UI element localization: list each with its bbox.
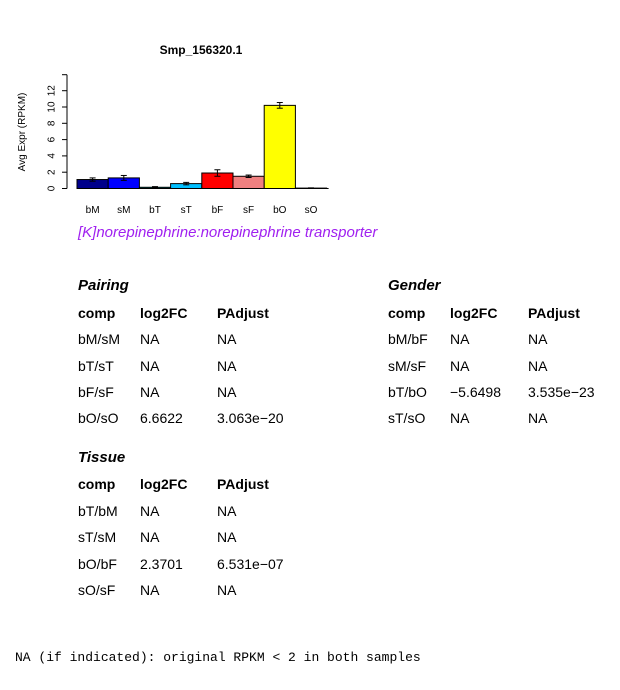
x-tick-label: sO bbox=[305, 205, 318, 216]
gender-cell: 3.535e−23 bbox=[528, 384, 595, 400]
gender-header-comp: comp bbox=[388, 305, 426, 321]
x-tick-label: bF bbox=[212, 205, 224, 216]
gene-annotation: [K]norepinephrine:norepinephrine transpo… bbox=[78, 224, 378, 241]
gender-cell: NA bbox=[450, 358, 470, 374]
x-tick-label: sM bbox=[117, 205, 130, 216]
tissue-cell: sO/sF bbox=[78, 582, 116, 598]
y-tick-label: 10 bbox=[47, 101, 58, 113]
pairing-cell: bT/sT bbox=[78, 358, 114, 374]
gender-cell: sM/sF bbox=[388, 358, 427, 374]
gender-cell: NA bbox=[528, 410, 548, 426]
y-tick-label: 6 bbox=[47, 136, 58, 142]
footnote: NA (if indicated): original RPKM < 2 in … bbox=[15, 650, 421, 665]
y-axis-label: Avg Expr (RPKM) bbox=[17, 93, 28, 172]
pairing-header-comp: comp bbox=[78, 305, 116, 321]
pairing-cell: NA bbox=[140, 331, 160, 347]
y-tick-label: 8 bbox=[47, 120, 58, 126]
y-tick-label: 2 bbox=[47, 169, 58, 175]
tissue-cell: NA bbox=[217, 529, 237, 545]
x-tick-label: bO bbox=[273, 205, 287, 216]
tissue-cell: 6.531e−07 bbox=[217, 556, 284, 572]
tissue-cell: sT/sM bbox=[78, 529, 117, 545]
gender-cell: NA bbox=[528, 331, 548, 347]
y-tick-label: 0 bbox=[47, 185, 58, 191]
tissue-header-padjust: PAdjust bbox=[217, 476, 269, 492]
pairing-header-log2fc: log2FC bbox=[140, 305, 188, 321]
pairing-cell: bF/sF bbox=[78, 384, 114, 400]
tissue-cell: bT/bM bbox=[78, 503, 118, 519]
pairing-cell: NA bbox=[140, 384, 160, 400]
bar-bO bbox=[263, 104, 296, 189]
tissue-cell: bO/bF bbox=[78, 556, 117, 572]
gender-header-padjust: PAdjust bbox=[528, 305, 580, 321]
pairing-cell: 6.6622 bbox=[140, 410, 183, 426]
pairing-cell: 3.063e−20 bbox=[217, 410, 284, 426]
pairing-header-padjust: PAdjust bbox=[217, 305, 269, 321]
pairing-cell: NA bbox=[217, 331, 237, 347]
gender-cell: bT/bO bbox=[388, 384, 427, 400]
tissue-title: Tissue bbox=[78, 449, 126, 466]
y-tick-label: 12 bbox=[47, 85, 58, 97]
tissue-cell: NA bbox=[217, 582, 237, 598]
tissue-cell: NA bbox=[140, 529, 160, 545]
gender-cell: sT/sO bbox=[388, 410, 426, 426]
tissue-cell: NA bbox=[217, 503, 237, 519]
x-tick-label: bT bbox=[149, 205, 161, 216]
y-tick-label: 4 bbox=[47, 153, 58, 159]
gender-cell: NA bbox=[450, 410, 470, 426]
tissue-header-log2fc: log2FC bbox=[140, 476, 188, 492]
chart-title: Smp_156320.1 bbox=[160, 43, 243, 57]
pairing-cell: NA bbox=[217, 384, 237, 400]
pairing-cell: bM/sM bbox=[78, 331, 120, 347]
gender-cell: bM/bF bbox=[388, 331, 428, 347]
gender-cell: −5.6498 bbox=[450, 384, 501, 400]
tissue-cell: 2.3701 bbox=[140, 556, 183, 572]
tissue-cell: NA bbox=[140, 582, 160, 598]
tissue-header-comp: comp bbox=[78, 476, 116, 492]
x-tick-label: bM bbox=[86, 205, 100, 216]
x-tick-label: sF bbox=[243, 205, 254, 216]
gender-title: Gender bbox=[388, 277, 441, 294]
tissue-cell: NA bbox=[140, 503, 160, 519]
pairing-cell: bO/sO bbox=[78, 410, 119, 426]
gender-cell: NA bbox=[450, 331, 470, 347]
gender-cell: NA bbox=[528, 358, 548, 374]
pairing-title: Pairing bbox=[78, 277, 129, 294]
gender-header-log2fc: log2FC bbox=[450, 305, 498, 321]
pairing-cell: NA bbox=[140, 358, 160, 374]
pairing-cell: NA bbox=[217, 358, 237, 374]
x-tick-label: sT bbox=[181, 205, 192, 216]
bar-sF bbox=[232, 175, 265, 189]
